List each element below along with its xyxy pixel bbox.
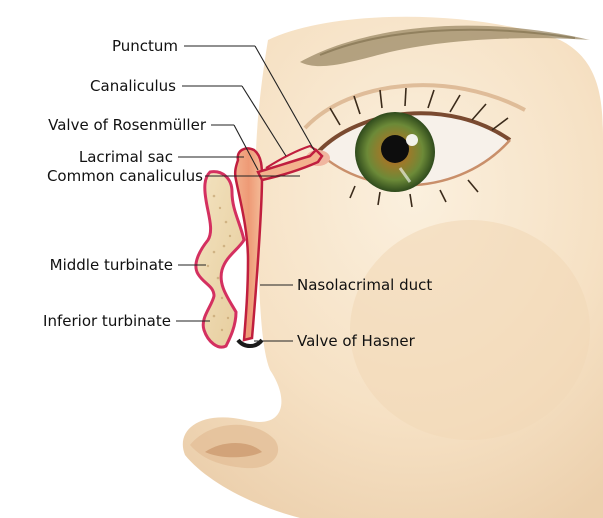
label-middle-turbinate: Middle turbinate: [20, 256, 173, 274]
label-inferior-turbinate: Inferior turbinate: [10, 312, 171, 330]
pupil: [381, 135, 409, 163]
eye-highlight: [406, 134, 418, 146]
cheek-shadow: [350, 220, 590, 440]
label-valve-of-hasner: Valve of Hasner: [297, 332, 415, 350]
label-lacrimal-sac: Lacrimal sac: [40, 148, 173, 166]
label-common-canaliculus: Common canaliculus: [10, 167, 203, 185]
label-valve-of-rosenmuller: Valve of Rosenmüller: [0, 116, 206, 134]
label-nasolacrimal-duct: Nasolacrimal duct: [297, 276, 432, 294]
label-canaliculus: Canaliculus: [40, 77, 176, 95]
label-punctum: Punctum: [40, 37, 178, 55]
